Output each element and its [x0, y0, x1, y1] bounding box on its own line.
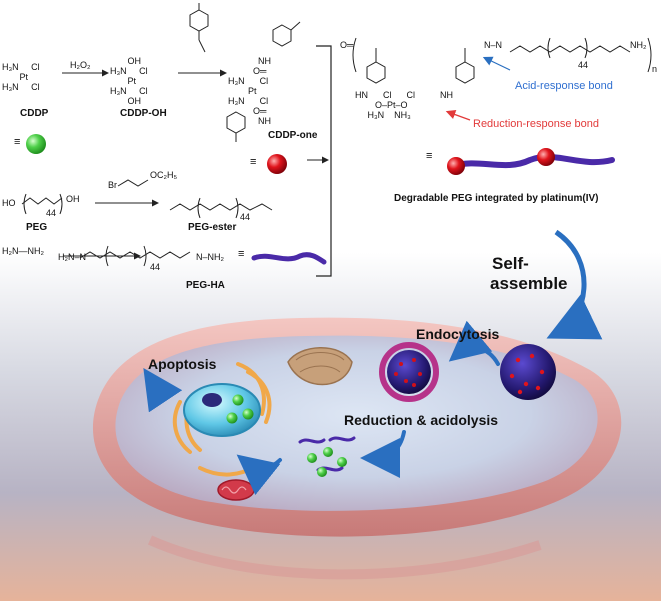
polymer-subscript: 44: [578, 60, 589, 70]
peg-ester-label: PEG-ester: [188, 222, 237, 233]
self-assemble-label-line1: Self-: [492, 254, 529, 273]
polymer-title: Degradable PEG integrated by platinum(IV…: [394, 193, 599, 204]
acid-response-label: Acid-response bond: [515, 80, 613, 92]
peg-subscript: 44: [46, 208, 57, 218]
self-assemble-label-line2: assemble: [490, 274, 568, 293]
hydrazine-reagent: H₂N—NH₂: [2, 246, 44, 256]
polymer-repeat-n: n: [652, 64, 658, 74]
cddp-label: CDDP: [20, 108, 49, 119]
peg-ha-subscript: 44: [150, 262, 161, 272]
peg-structure-text: HO: [2, 198, 16, 208]
peg-label: PEG: [26, 222, 48, 233]
cddp-one-equals-symbol: ≡: [250, 156, 257, 168]
cddp-oh-label: CDDP-OH: [120, 108, 167, 119]
cddp-equals-symbol: ≡: [14, 136, 21, 148]
reduction-acidolysis-label: Reduction & acidolysis: [344, 412, 499, 428]
bromo-atom: Br: [108, 180, 117, 190]
peg-ha-left-end: H₂N–N: [58, 252, 86, 262]
reduction-response-label: Reduction-response bond: [473, 118, 599, 130]
ethoxy-group: OC₂H₅: [150, 170, 178, 180]
polymer-carbonyl: O═: [340, 40, 354, 50]
peg-ha-right-end: N–NH₂: [196, 252, 224, 262]
peg-oh-end: OH: [66, 194, 80, 204]
peg-ester-subscript: 44: [240, 212, 251, 222]
polymer-hydrazone-text: N–N: [484, 40, 503, 50]
apoptosis-label: Apoptosis: [148, 356, 217, 372]
polymer-core-text: HN Cl Cl NH O–Pt–O H₃N NH₃: [350, 90, 454, 120]
h2o2-reagent: H₂O₂: [70, 60, 91, 70]
cddp-one-label: CDDP-one: [268, 130, 318, 141]
polymer-equals-symbol: ≡: [426, 150, 433, 162]
polymer-end-text: NH₂: [630, 40, 647, 50]
peg-ha-equals-symbol: ≡: [238, 248, 245, 260]
peg-ha-label: PEG-HA: [186, 280, 225, 291]
endocytosis-label: Endocytosis: [416, 326, 500, 342]
